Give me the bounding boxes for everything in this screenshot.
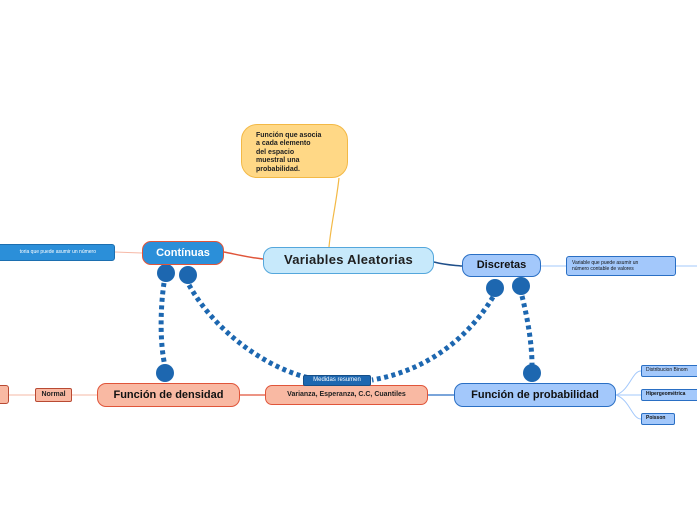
relationship-handle: [156, 364, 174, 382]
relationship-discretas-medidas: [371, 295, 496, 383]
topic-continuas[interactable]: Contínuas: [142, 241, 224, 265]
callout-text: Función que asocia a cada elemento del e…: [256, 132, 321, 174]
relationship-handle: [512, 277, 530, 295]
relationship-handle: [157, 264, 175, 282]
topic-binomial[interactable]: Distribucion Binom: [641, 365, 697, 377]
callout-connector: [328, 177, 340, 248]
link-prob-poisson: [615, 394, 642, 420]
relationship-continuas-densidad: [158, 282, 168, 367]
topic-discretas-definition[interactable]: Variable que puede asumir un número cont…: [566, 256, 676, 276]
relationship-label-medidas[interactable]: Medidas resumen: [303, 375, 371, 386]
branch-continuas: [223, 251, 264, 260]
topic-discretas[interactable]: Discretas: [462, 254, 541, 277]
branch-discretas: [433, 261, 463, 267]
relationship-handle: [486, 279, 504, 297]
callout-line: a cada elemento: [256, 140, 311, 148]
topic-poisson[interactable]: Poisson: [641, 413, 675, 425]
topic-normal-child[interactable]: [0, 385, 9, 404]
topic-continuas-definition[interactable]: toria que puede asumir un número: [0, 244, 115, 261]
definition-line: Variable que puede asumir un: [572, 259, 639, 266]
topic-medidas-values[interactable]: Varianza, Esperanza, C.C, Cuantiles: [265, 385, 428, 405]
discretas-definition-text: Variable que puede asumir un número cont…: [572, 260, 638, 273]
topic-normal[interactable]: Normal: [35, 388, 72, 402]
callout-line: del espacio: [256, 148, 295, 156]
topic-funcion-densidad[interactable]: Función de densidad: [97, 383, 240, 407]
callout-definition[interactable]: Función que asocia a cada elemento del e…: [241, 124, 348, 178]
central-topic[interactable]: Variables Aleatorias: [263, 247, 434, 274]
relationship-handle: [523, 364, 541, 382]
link-prob-binomial: [615, 370, 642, 396]
link-continuas-definition: [114, 251, 143, 254]
callout-line: probabilidad.: [256, 165, 300, 173]
callout-line: Función que asocia: [256, 132, 322, 139]
definition-line: número contable de valores: [572, 266, 634, 272]
relationship-handle: [179, 266, 197, 284]
topic-hipergeometrica[interactable]: Hipergeométrica: [641, 389, 697, 401]
topic-funcion-probabilidad[interactable]: Función de probabilidad: [454, 383, 616, 407]
relationship-discretas-probabilidad: [519, 295, 535, 366]
relationship-continuas-medidas: [186, 283, 321, 383]
callout-line: muestral una: [256, 157, 300, 165]
